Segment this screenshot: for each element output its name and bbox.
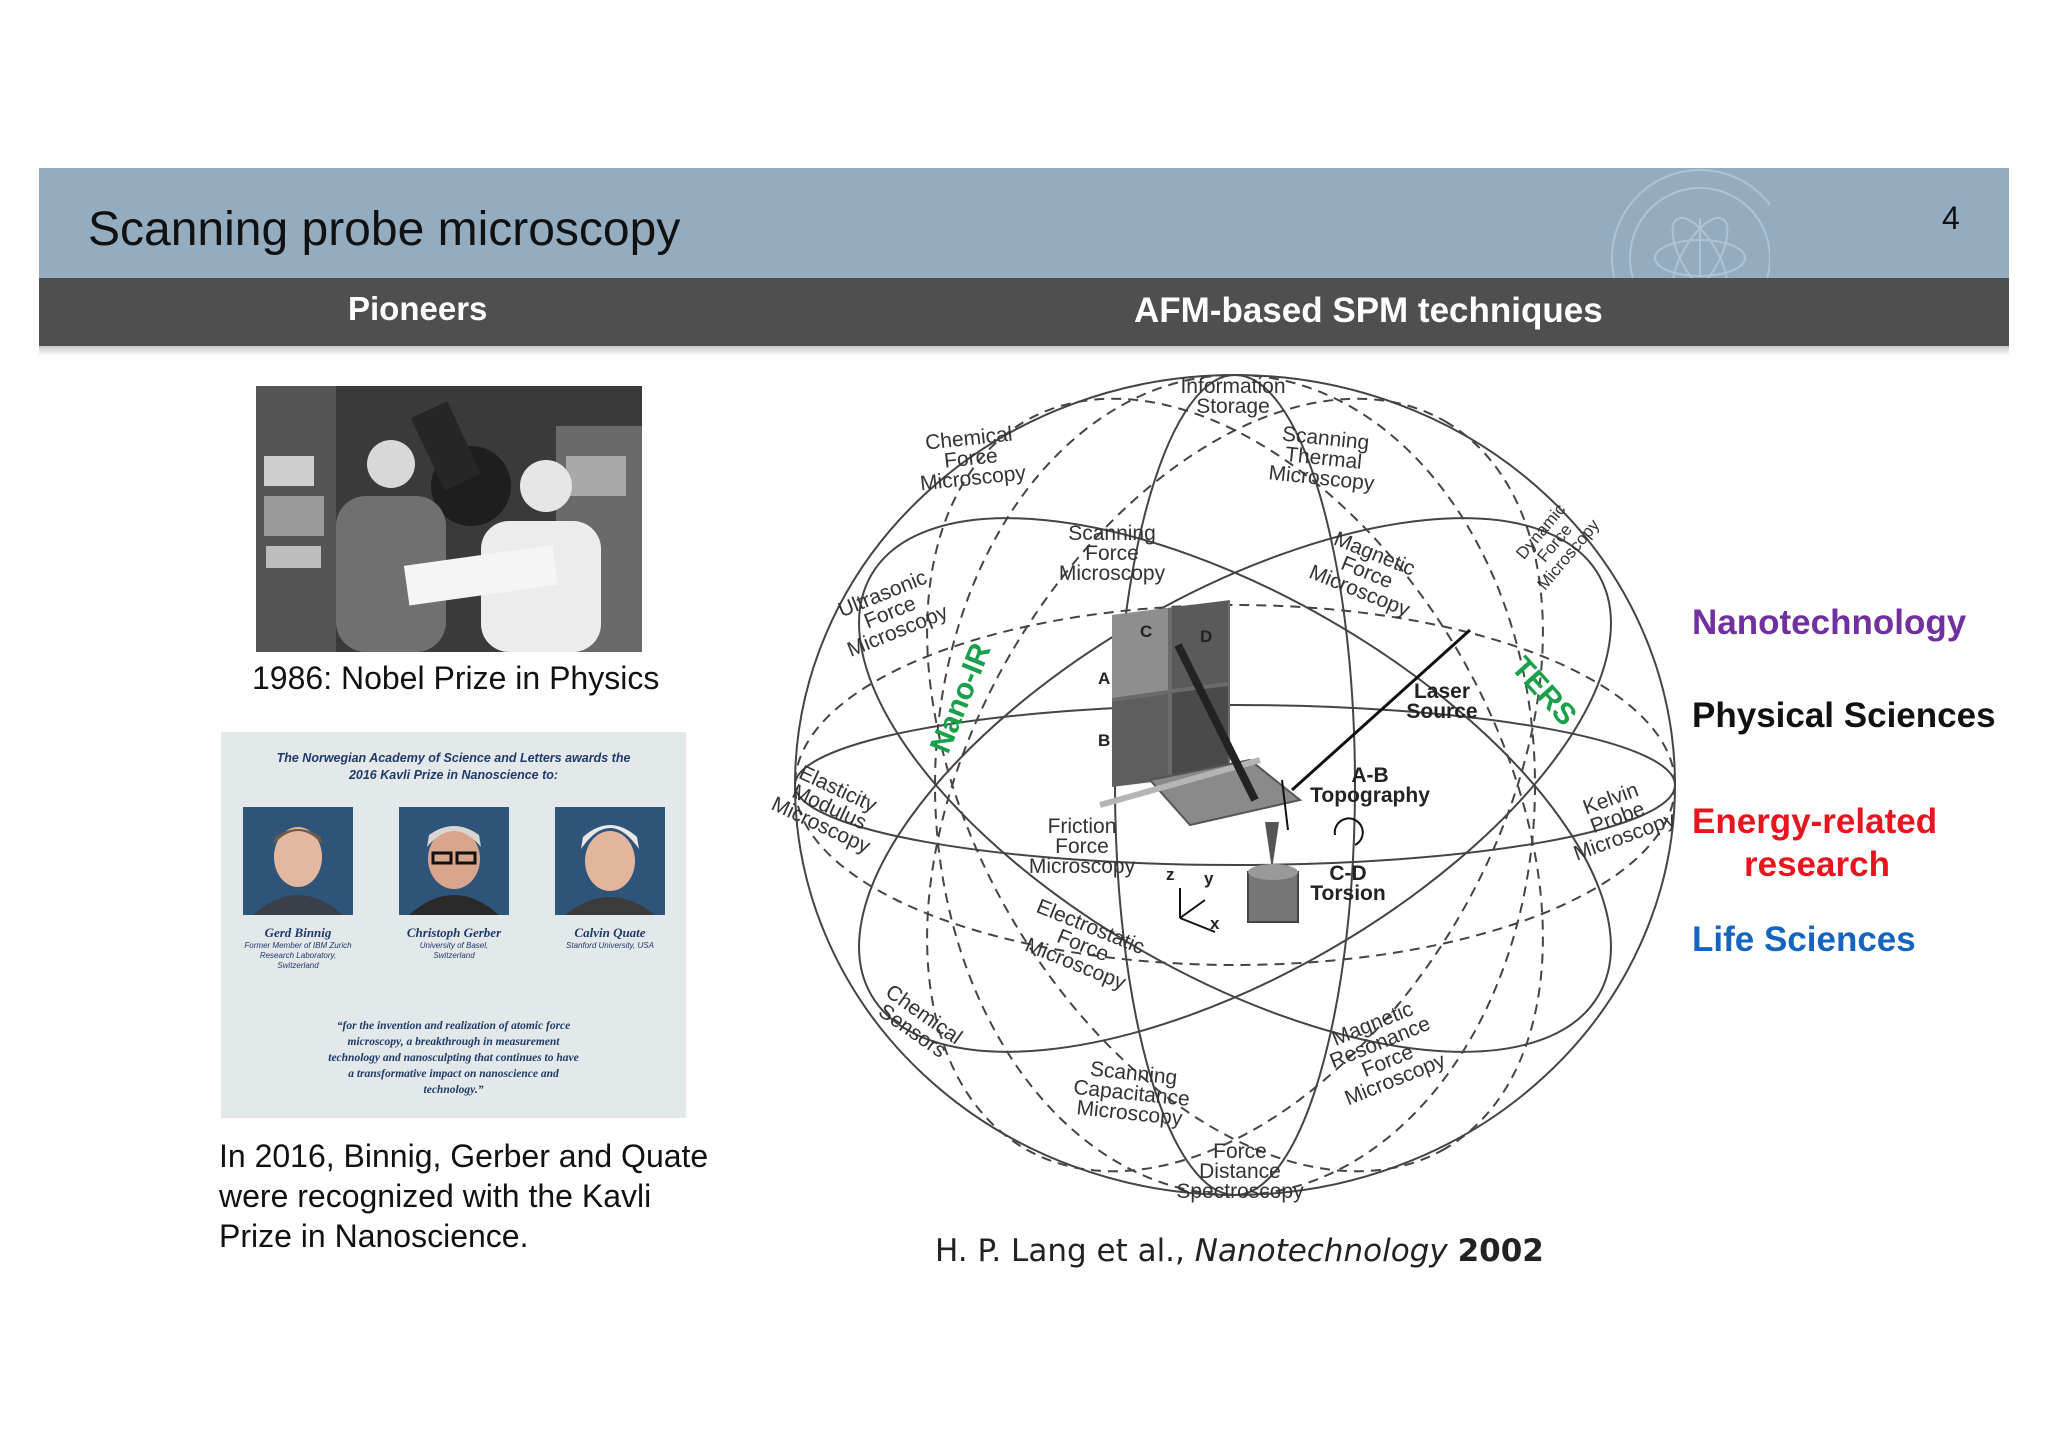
field-energy-related: Energy-related [1692, 802, 1938, 841]
nobel-photo [256, 386, 642, 652]
svg-text:y: y [1204, 869, 1214, 888]
svg-text:MagneticForceMicroscopy: MagneticForceMicroscopy [1306, 523, 1429, 621]
portrait-gerber [399, 807, 509, 915]
pioneers-heading: Pioneers [348, 290, 488, 327]
svg-text:B: B [1098, 731, 1110, 750]
laureate-gerber: Christoph Gerber University of Basel, Sw… [399, 807, 509, 961]
svg-text:x: x [1210, 914, 1220, 933]
kavli-heading: The Norwegian Academy of Science and Let… [276, 751, 631, 782]
laureate-quate: Calvin Quate Stanford University, USA [555, 807, 665, 951]
svg-text:C: C [1140, 622, 1152, 641]
nano-ir-label: Nano-IR [924, 638, 998, 757]
svg-text:D: D [1200, 627, 1212, 646]
svg-text:UltrasonicForceMicroscopy: UltrasonicForceMicroscopy [829, 563, 952, 661]
nobel-caption: 1986: Nobel Prize in Physics [252, 660, 660, 696]
kavli-caption: In 2016, Binnig, Gerber and Quate were r… [219, 1138, 709, 1254]
svg-text:ChemicalForceMicroscopy: ChemicalForceMicroscopy [915, 422, 1028, 496]
subheading-band [39, 278, 2009, 346]
svg-text:ScanningCapacitanceMicroscopy: ScanningCapacitanceMicroscopy [1070, 1056, 1193, 1131]
kavli-prize-image: The Norwegian Academy of Science and Let… [221, 732, 686, 1118]
svg-text:A: A [1098, 669, 1110, 688]
field-life-sciences: Life Sciences [1692, 920, 1916, 959]
afm-techniques-heading: AFM-based SPM techniques [1134, 291, 1603, 330]
ters-label: TERS [1505, 651, 1583, 733]
portrait-binnig [243, 807, 353, 915]
svg-text:MagneticResonanceForceMicrosco: MagneticResonanceForceMicroscopy [1319, 993, 1449, 1110]
field-physical-sciences: Physical Sciences [1692, 696, 1996, 735]
band-shadow [39, 346, 2009, 356]
page-number: 4 [1942, 200, 1960, 236]
svg-text:ElasticityModulusMicroscopy: ElasticityModulusMicroscopy [770, 756, 891, 858]
field-nanotechnology: Nanotechnology [1692, 603, 1967, 642]
afm-illustration [1099, 600, 1472, 933]
citation: H. P. Lang et al., Nanotechnology 2002 [935, 1233, 1544, 1269]
svg-text:ScanningThermalMicroscopy: ScanningThermalMicroscopy [1267, 422, 1380, 496]
svg-text:ChemicalSensors: ChemicalSensors [870, 980, 966, 1065]
quadrant-labels: A B C D z y x [1098, 622, 1220, 933]
svg-text:ElectrostaticForceMicroscopy: ElectrostaticForceMicroscopy [1018, 895, 1148, 996]
field-research: research [1744, 845, 1890, 884]
title-band [39, 168, 2009, 278]
kavli-citation-quote: “for the invention and realization of at… [328, 1020, 579, 1096]
svg-text:DynamicForceMicroscopy: DynamicForceMicroscopy [1506, 492, 1604, 594]
portrait-quate [555, 807, 665, 915]
svg-text:z: z [1166, 865, 1175, 884]
svg-text:KelvinProbeMicroscopy: KelvinProbeMicroscopy [1557, 770, 1679, 866]
slide-title: Scanning probe microscopy [88, 203, 681, 256]
laureate-binnig: Gerd Binnig Former Member of IBM Zurich … [243, 807, 353, 971]
